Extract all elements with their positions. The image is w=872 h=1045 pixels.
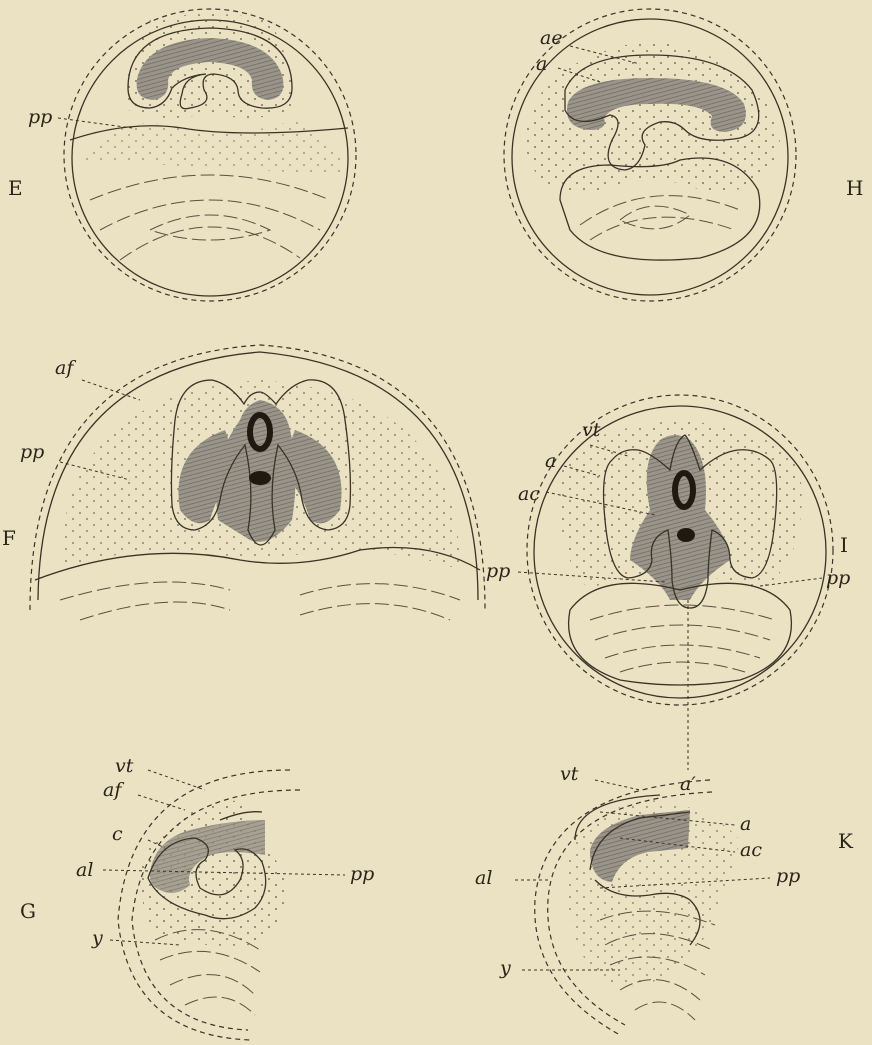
label-vt: vt bbox=[115, 755, 134, 777]
label-vt: vt bbox=[560, 763, 579, 785]
label-pp-left: pp bbox=[486, 560, 510, 582]
figure-g: vt af c al pp y G bbox=[20, 755, 374, 1040]
label-ac: ac bbox=[740, 839, 762, 861]
figure-letter-e: E bbox=[8, 176, 23, 200]
label-al: al bbox=[76, 859, 93, 881]
label-a: a bbox=[545, 450, 556, 472]
label-vt: vt bbox=[582, 419, 601, 441]
label-c: c bbox=[112, 823, 123, 845]
figure-letter-i: I bbox=[840, 533, 848, 557]
figure-i: vt a ac pp pp a′ I bbox=[486, 395, 850, 795]
figure-f: af pp F bbox=[2, 345, 485, 620]
figure-letter-f: F bbox=[2, 526, 16, 550]
label-a: a bbox=[740, 813, 751, 835]
label-pp: pp bbox=[20, 441, 44, 463]
label-pp: pp bbox=[776, 865, 800, 887]
label-y: y bbox=[91, 927, 103, 949]
figure-letter-k: K bbox=[838, 829, 854, 853]
figure-h: ae a H bbox=[504, 9, 863, 301]
figure-k: vt a ac al pp y K bbox=[475, 763, 854, 1035]
label-pp: pp bbox=[28, 106, 52, 128]
label-ac: ac bbox=[518, 483, 540, 505]
figure-letter-h: H bbox=[846, 176, 863, 200]
label-af: af bbox=[103, 779, 124, 801]
label-y: y bbox=[499, 957, 511, 979]
figure-e: pp E bbox=[8, 9, 356, 301]
label-al: al bbox=[475, 867, 492, 889]
figure-letter-g: G bbox=[20, 899, 36, 923]
label-pp-right: pp bbox=[826, 567, 850, 589]
label-a: a bbox=[536, 53, 547, 75]
label-af: af bbox=[55, 357, 76, 379]
label-a-prime: a′ bbox=[680, 773, 696, 795]
label-pp: pp bbox=[350, 863, 374, 885]
label-ae: ae bbox=[540, 27, 563, 49]
